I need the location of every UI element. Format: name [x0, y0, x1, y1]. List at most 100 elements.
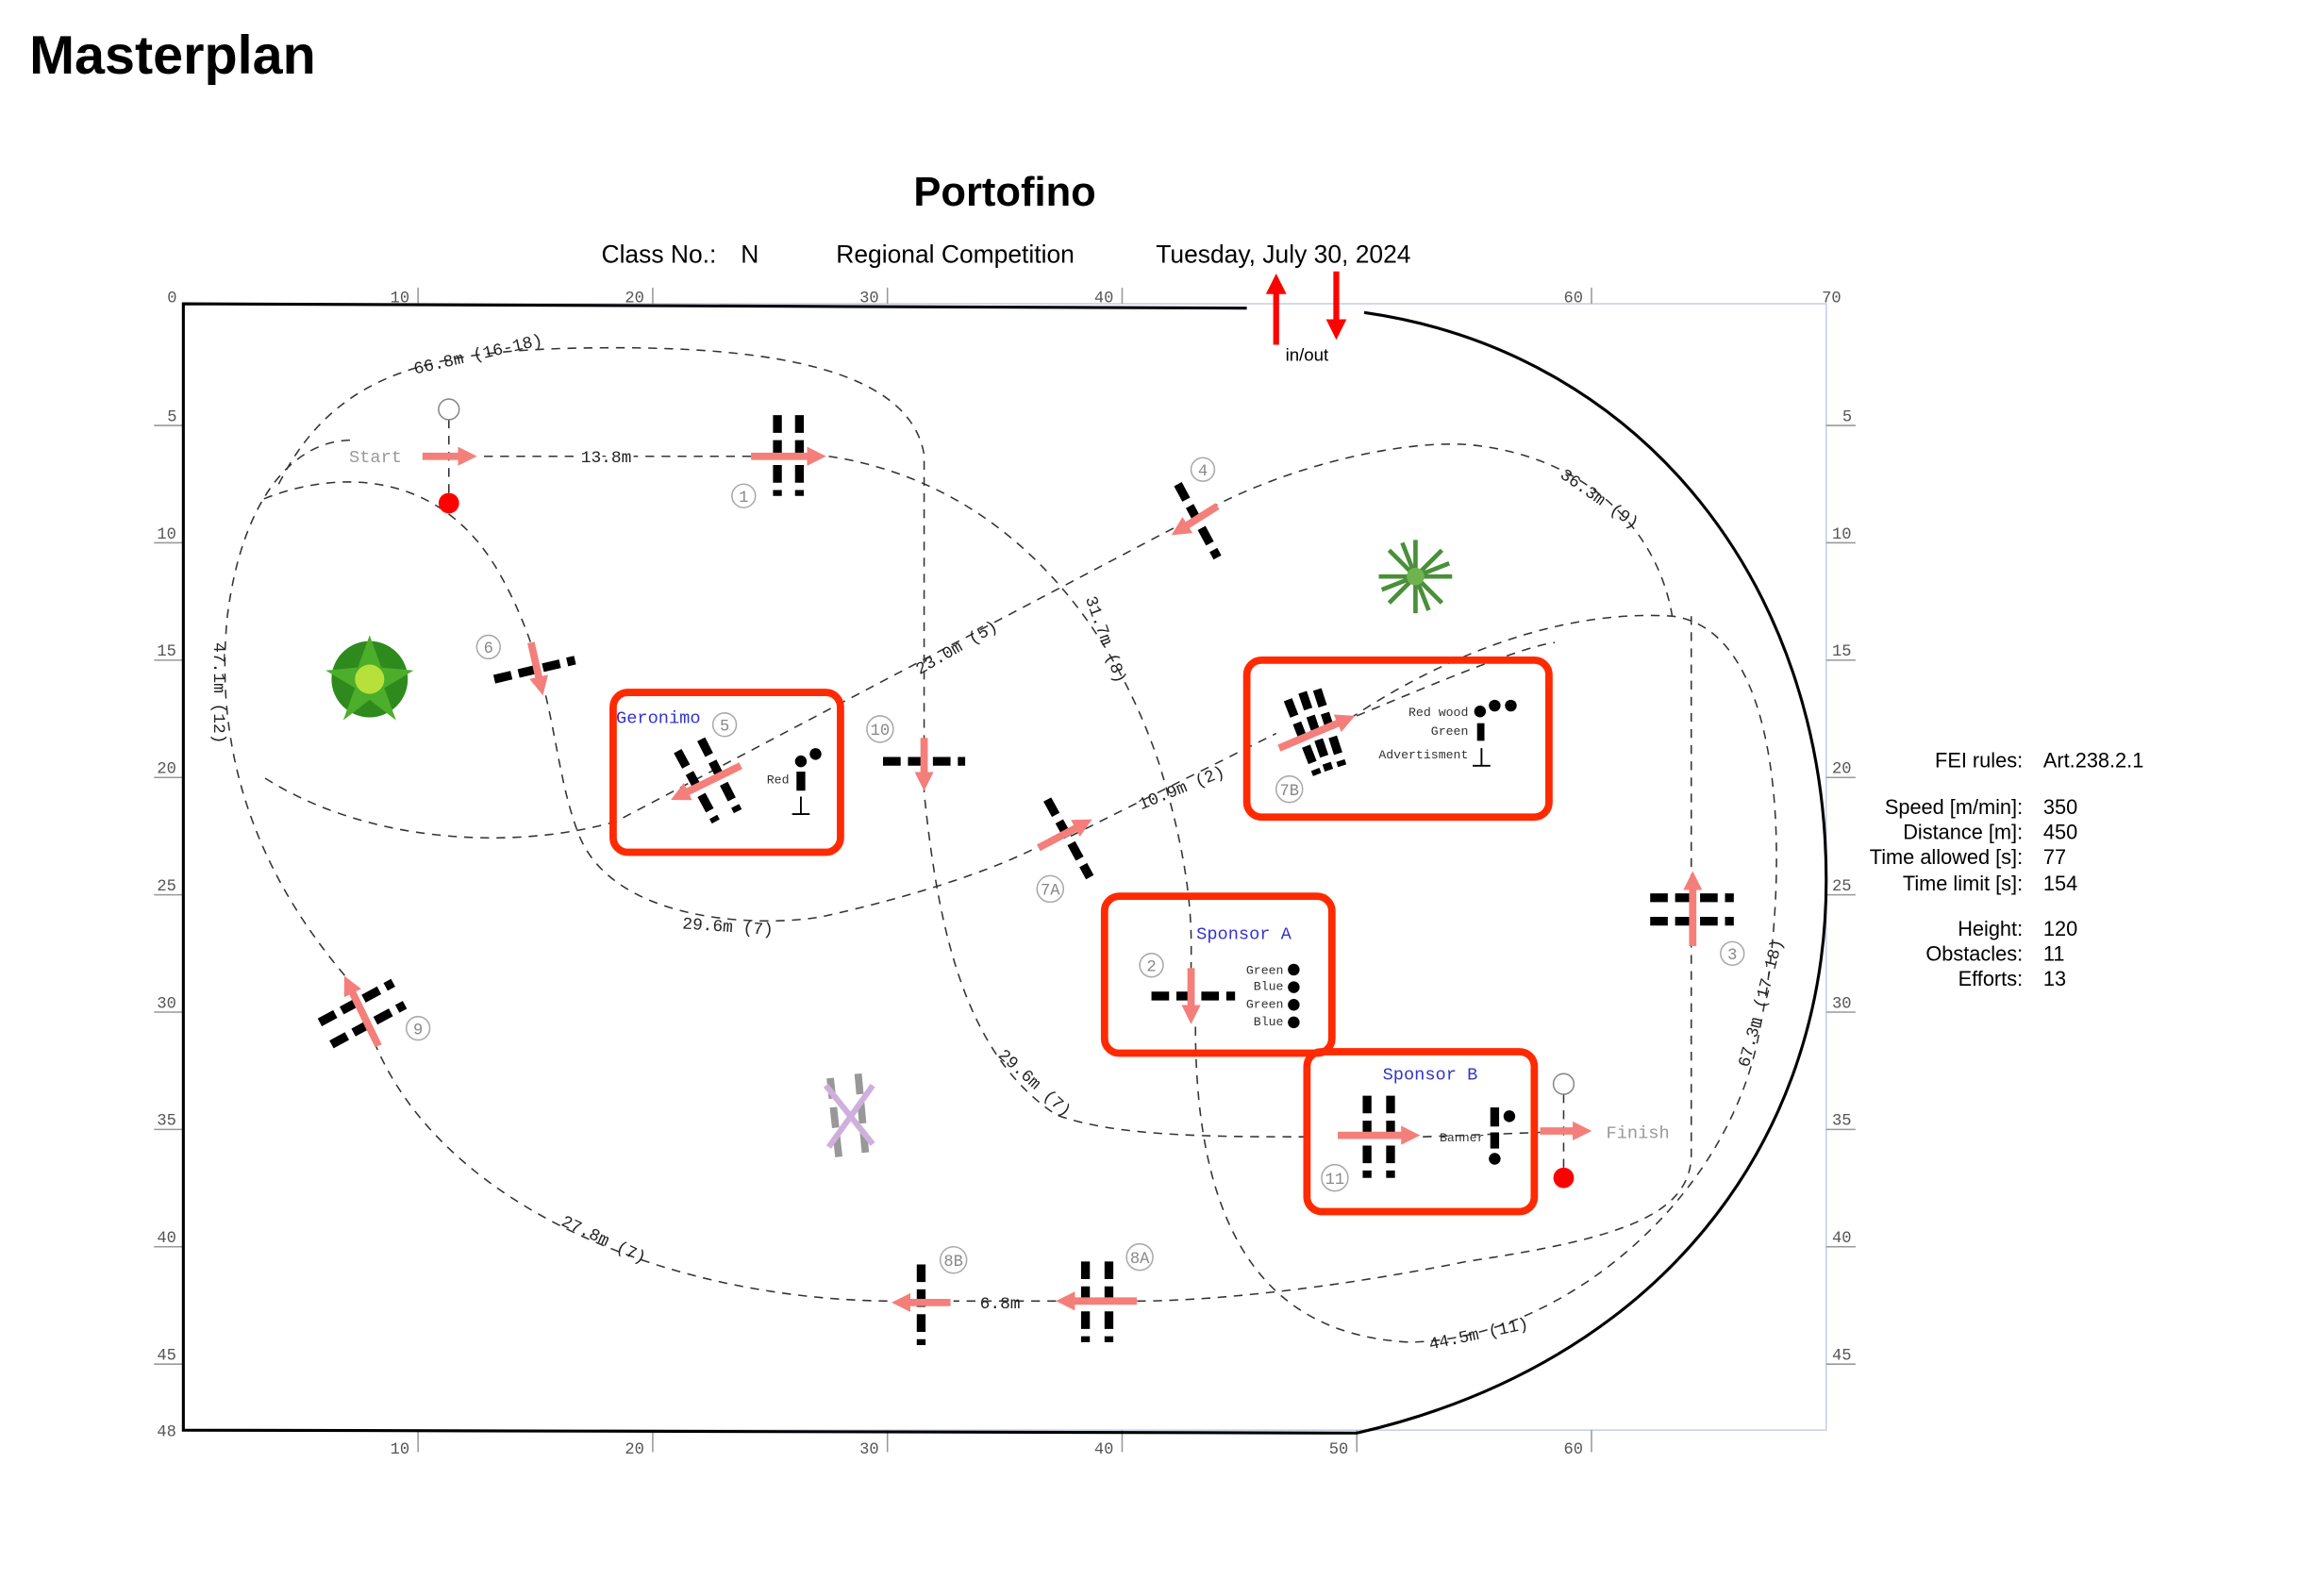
color-label: Green [1246, 964, 1284, 978]
obstacle-number: 8A [1125, 1242, 1154, 1272]
finish-flag-white-icon [1552, 1072, 1575, 1095]
sponsor-box-b[interactable] [1303, 1048, 1539, 1216]
color-label: Banner [1440, 1131, 1485, 1145]
obstacle-7b[interactable] [1277, 688, 1356, 776]
class-value: N [741, 240, 758, 268]
sponsor-name: Geronimo [616, 708, 701, 729]
obstacle-number: 4 [1190, 457, 1216, 482]
obstacle-numbers: 1 2 3 4 5 6 7A 7B 8A 8B 9 10 11 [405, 457, 1745, 1274]
course-route [224, 346, 1777, 1343]
obstacle-9[interactable] [317, 975, 408, 1049]
distance-label: 27.8m (7) [558, 1213, 648, 1269]
obstacle-number: 11 [1321, 1163, 1349, 1192]
distance-label: 31.7m (8) [1080, 594, 1129, 687]
tick-left: 48 [157, 1423, 176, 1441]
info-label: Time limit [s]: [1903, 872, 2023, 895]
class-label: Class No.: [601, 240, 716, 268]
competition-name: Regional Competition [836, 240, 1075, 268]
obstacle-8b[interactable] [892, 1264, 951, 1345]
obstacle-7a[interactable] [1037, 797, 1094, 880]
obstacle-number: 8B [939, 1246, 968, 1274]
tick-top: 40 [1094, 290, 1114, 308]
obstacles [317, 415, 1734, 1345]
obstacle-4[interactable] [1171, 482, 1222, 560]
info-value: Art.238.2.1 [2043, 748, 2143, 772]
entry-label: in/out [1286, 345, 1329, 365]
info-label: Time allowed [s]: [1870, 845, 2023, 869]
info-label: Obstacles: [1925, 942, 2023, 966]
obstacle-number: 10 [866, 715, 894, 743]
tick-bottom: 30 [859, 1441, 879, 1459]
svg-text:8B: 8B [943, 1254, 963, 1272]
obstacle-number: 6 [475, 634, 501, 660]
tree-icon [1378, 540, 1453, 614]
obstacle-2[interactable] [1151, 968, 1236, 1024]
color-label: Advertisment [1378, 748, 1468, 762]
disabled-obstacle [823, 1072, 875, 1159]
distance-label: 23.0m (5) [913, 618, 1002, 680]
obstacle-5[interactable] [671, 737, 742, 824]
tick-bottom: 40 [1094, 1441, 1114, 1459]
entry-exit: in/out [1265, 271, 1347, 365]
distance-label: 29.6m (7) [993, 1046, 1074, 1121]
obstacle-1[interactable] [751, 415, 826, 496]
svg-text:9: 9 [413, 1022, 423, 1039]
info-value: 450 [2043, 821, 2077, 844]
material-legend-icon [1489, 1107, 1516, 1165]
tick-top: 60 [1563, 290, 1583, 308]
distance-label: 13.8m [581, 449, 632, 468]
svg-text:8A: 8A [1130, 1251, 1150, 1269]
distance-label: 6.8m [980, 1295, 1021, 1314]
tick-right: 30 [1832, 995, 1852, 1013]
obstacle-3[interactable] [1650, 871, 1734, 947]
obstacle-number: 5 [711, 712, 738, 738]
sponsor-box-7b[interactable] [1242, 656, 1553, 822]
sponsor-highlights: Geronimo Red Red wood Green Advertisment… [609, 656, 1553, 1216]
tick-top: 0 [167, 290, 176, 308]
svg-text:2: 2 [1146, 958, 1156, 976]
material-legend-icon [1473, 699, 1517, 767]
finish-flag-red-icon [1553, 1167, 1575, 1189]
info-value: 350 [2043, 795, 2077, 819]
tick-right: 15 [1832, 643, 1852, 661]
tick-bottom: 20 [625, 1441, 644, 1459]
distance-label: 29.6m (7) [682, 915, 775, 940]
distance-label: 66.8m (16-18) [412, 332, 544, 380]
obstacle-11[interactable] [1338, 1095, 1421, 1178]
tick-left: 15 [157, 643, 176, 661]
sponsor-box-geronimo[interactable] [609, 689, 844, 856]
sponsor-box-a[interactable] [1100, 892, 1336, 1057]
svg-text:7B: 7B [1279, 783, 1299, 801]
start-flag-white-icon [438, 398, 460, 421]
competition-date: Tuesday, July 30, 2024 [1156, 240, 1410, 268]
info-value: 120 [2043, 917, 2077, 940]
finish-label: Finish [1607, 1123, 1670, 1144]
distance-label: 44.5m (11) [1427, 1316, 1530, 1355]
tick-right: 35 [1832, 1113, 1852, 1131]
distance-label: 10.9m (2) [1136, 763, 1227, 815]
finish-line[interactable]: Finish [1540, 1072, 1670, 1189]
info-value: 77 [2043, 845, 2066, 869]
obstacle-8a[interactable] [1056, 1261, 1138, 1342]
sponsor-name: Sponsor A [1196, 923, 1292, 944]
tick-right: 40 [1832, 1230, 1852, 1248]
plan-title: Portofino [913, 170, 1095, 215]
tick-right: 25 [1832, 878, 1852, 896]
info-label: Height: [1958, 917, 2023, 940]
tick-right: 20 [1832, 761, 1852, 779]
obstacle-number: 2 [1139, 953, 1164, 978]
info-label: Distance [m]: [1903, 821, 2023, 844]
svg-text:7A: 7A [1041, 883, 1060, 901]
obstacle-6[interactable] [492, 641, 576, 696]
axis-frame: 0 10 20 30 40 60 70 10 20 30 40 50 60 5 … [154, 287, 1856, 1459]
obstacle-10[interactable] [883, 738, 966, 791]
tick-bottom: 60 [1563, 1441, 1583, 1459]
start-line[interactable]: Start [349, 398, 477, 514]
tick-top: 70 [1822, 290, 1842, 308]
sponsor-name: Sponsor B [1383, 1065, 1478, 1086]
svg-text:10: 10 [871, 723, 891, 740]
info-value: 11 [2043, 942, 2065, 966]
svg-text:6: 6 [484, 640, 493, 658]
tick-left: 20 [157, 761, 176, 779]
